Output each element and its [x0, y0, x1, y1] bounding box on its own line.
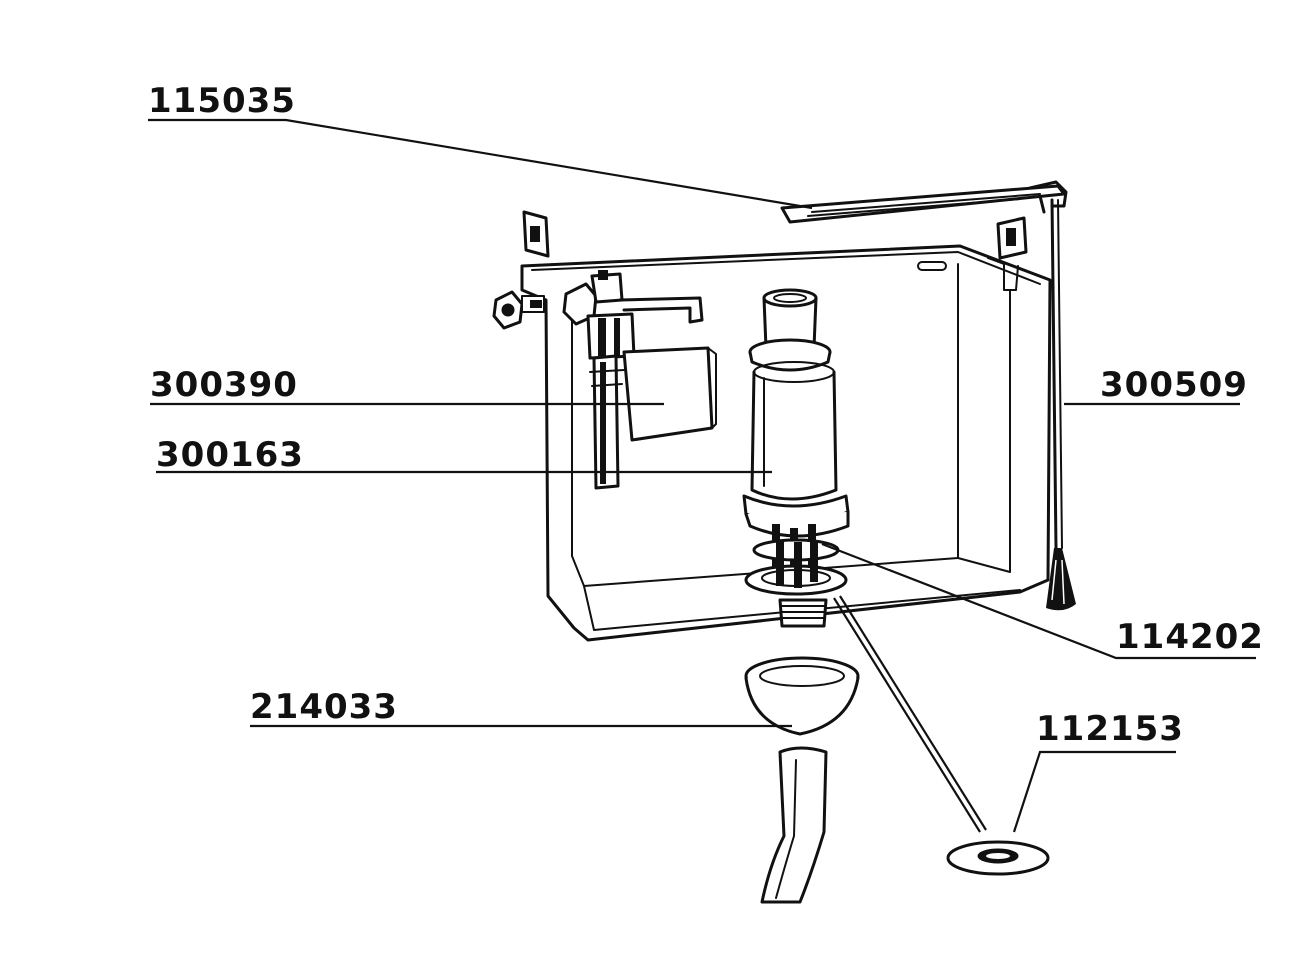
- label-114202: 114202: [1116, 617, 1264, 657]
- washer: [946, 840, 1050, 876]
- label-115035: 115035: [148, 81, 296, 121]
- leader-114202: [821, 542, 1256, 660]
- wall-bracket-left: [522, 210, 550, 258]
- label-300509: 300509: [1100, 365, 1248, 405]
- label-300390: 300390: [150, 365, 298, 405]
- leader-lines: [148, 118, 1256, 833]
- leader-washer-to-base: [833, 597, 981, 833]
- leader-112153: [1012, 750, 1176, 833]
- wall-bracket-right: [996, 216, 1028, 260]
- flush-pipe: [760, 746, 828, 904]
- fill-valve: [562, 270, 717, 490]
- flush-seal: [744, 538, 848, 596]
- threaded-outlet: [778, 598, 828, 628]
- inlet-nut: [492, 290, 545, 330]
- leader-115035: [148, 118, 813, 210]
- part-labels: 115035 300390 300163 300509 114202 21403…: [148, 81, 1264, 749]
- lever-arm: [780, 180, 1068, 224]
- flush-valve: [742, 288, 850, 588]
- label-214033: 214033: [250, 687, 398, 727]
- label-112153: 112153: [1036, 709, 1184, 749]
- pull-chain: [1046, 198, 1076, 611]
- leader-washer-to-base-2: [839, 595, 987, 831]
- label-300163: 300163: [156, 435, 304, 475]
- cone-connector: [744, 656, 860, 736]
